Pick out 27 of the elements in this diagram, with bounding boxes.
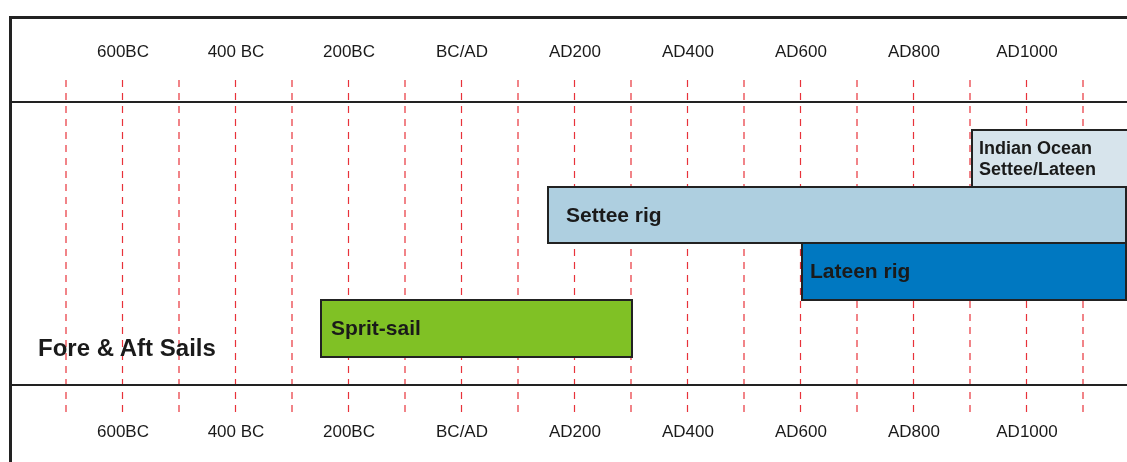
period-label: BC/AD [435,42,489,62]
period-label: 400 BC [206,42,266,62]
period-label: 200BC [322,42,376,62]
period-label: AD200 [548,42,602,62]
period-label: AD600 [774,42,828,62]
period-label: 600BC [96,42,150,62]
bar-label: Sprit-sail [331,316,421,341]
category-heading: Fore & Aft Sails [38,334,216,362]
timeline-bar [971,129,1127,188]
period-label: AD1000 [995,42,1059,62]
period-label: BC/AD [435,422,489,442]
period-label: AD200 [548,422,602,442]
period-label: AD800 [887,422,941,442]
timeline-bar [320,299,633,358]
bar-label: Settee rig [566,202,662,228]
period-label: AD800 [887,42,941,62]
period-label: AD1000 [995,422,1059,442]
bar-label: Lateen rig [810,259,911,284]
period-label: AD400 [661,42,715,62]
period-label: 200BC [322,422,376,442]
bar-label: Indian Ocean Settee/Lateen [979,137,1098,180]
timeline-bar [547,186,1127,244]
period-label: 600BC [96,422,150,442]
period-label: AD400 [661,422,715,442]
period-label: AD600 [774,422,828,442]
period-label: 400 BC [206,422,266,442]
timeline-bar [801,242,1127,301]
